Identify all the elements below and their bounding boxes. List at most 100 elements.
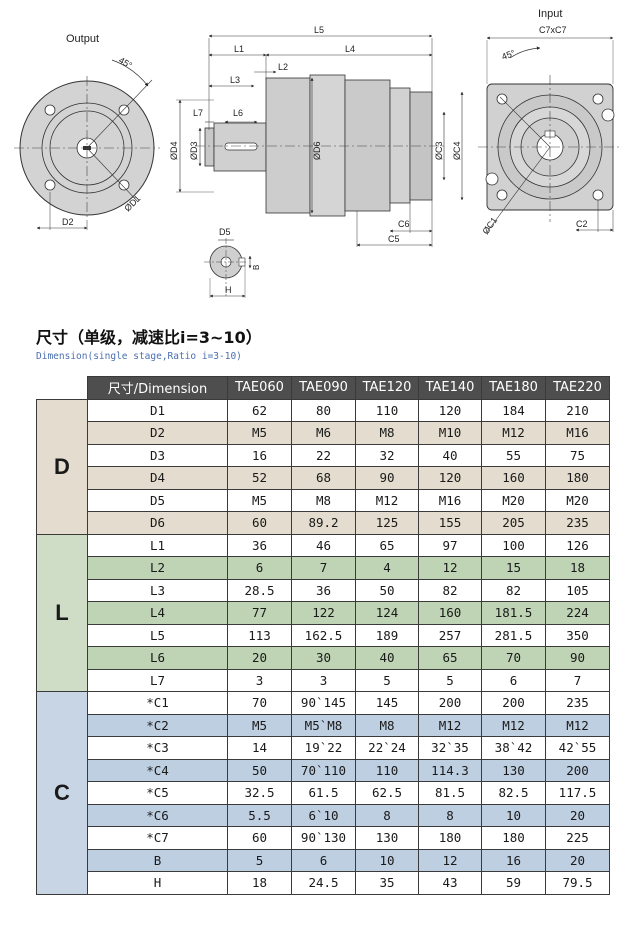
value-cell: 16	[227, 443, 292, 467]
value-cell: 7	[291, 556, 356, 580]
value-cell: 79.5	[545, 871, 610, 895]
dimension-name-cell: L4	[87, 601, 228, 625]
dimension-name-cell: D3	[87, 443, 228, 467]
value-cell: 5.5	[227, 803, 292, 827]
value-cell: 65	[418, 646, 482, 670]
value-cell: 160	[418, 601, 482, 625]
value-cell: 90`145	[291, 691, 356, 715]
value-cell: 18	[545, 556, 610, 580]
value-cell: M20	[545, 488, 610, 512]
value-cell: 16	[481, 848, 546, 872]
value-cell: 160	[481, 466, 546, 490]
value-cell: 90	[545, 646, 610, 670]
header-cell: TAE180	[481, 376, 546, 400]
value-cell: 77	[227, 601, 292, 625]
value-cell: 35	[355, 871, 419, 895]
value-cell: 180	[481, 826, 546, 850]
value-cell: 90`130	[291, 826, 356, 850]
value-cell: 100	[481, 533, 546, 557]
value-cell: 6	[481, 668, 546, 692]
c4-label: ØC4	[452, 141, 462, 160]
value-cell: 130	[481, 758, 546, 782]
value-cell: 5	[418, 668, 482, 692]
value-cell: 15	[481, 556, 546, 580]
technical-drawing: Output 45° ØD1 D2 L5	[14, 8, 621, 298]
dimension-name-cell: L5	[87, 623, 228, 647]
value-cell: 5	[355, 668, 419, 692]
value-cell: 70`110	[291, 758, 356, 782]
value-cell: 180	[418, 826, 482, 850]
c1-label: ØC1	[480, 215, 499, 236]
output-view: Output 45° ØD1 D2	[14, 33, 160, 230]
value-cell: 126	[545, 533, 610, 557]
value-cell: 225	[545, 826, 610, 850]
side-view: L5 L1 L4 L2 L3 L7 L6 ØD4 ØD3 ØD6 ØC3 ØC4…	[169, 25, 464, 247]
value-cell: M16	[418, 488, 482, 512]
dimension-name-cell: D2	[87, 421, 228, 445]
value-cell: M12	[481, 713, 546, 737]
d4-label: ØD4	[169, 141, 179, 160]
value-cell: 60	[227, 826, 292, 850]
dimension-name-cell: D4	[87, 466, 228, 490]
value-cell: 82	[418, 578, 482, 602]
value-cell: 19`22	[291, 736, 356, 760]
dimension-name-cell: L3	[87, 578, 228, 602]
value-cell: 8	[355, 803, 419, 827]
value-cell: 20	[545, 803, 610, 827]
value-cell: 28.5	[227, 578, 292, 602]
value-cell: M5	[227, 488, 292, 512]
dimension-name-cell: *C3	[87, 736, 228, 760]
value-cell: 235	[545, 511, 610, 535]
value-cell: 46	[291, 533, 356, 557]
value-cell: 114.3	[418, 758, 482, 782]
header-cell: TAE220	[545, 376, 610, 400]
value-cell: 4	[355, 556, 419, 580]
value-cell: 110	[355, 758, 419, 782]
input-view: Input C7xC7 45° ØC1 C2	[478, 8, 621, 236]
dimension-name-cell: H	[87, 871, 228, 895]
input-label: Input	[538, 8, 562, 20]
value-cell: 130	[355, 826, 419, 850]
value-cell: 68	[291, 466, 356, 490]
l7-label: L7	[193, 108, 203, 118]
value-cell: 145	[355, 691, 419, 715]
value-cell: M20	[481, 488, 546, 512]
value-cell: 22`24	[355, 736, 419, 760]
value-cell: 120	[418, 398, 482, 422]
value-cell: 70	[227, 691, 292, 715]
table-header-row: 尺寸/Dimension TAE060 TAE090 TAE120 TAE140…	[36, 376, 610, 400]
h-label: H	[225, 285, 232, 295]
value-cell: 3	[291, 668, 356, 692]
value-cell: 6	[227, 556, 292, 580]
dimension-name-cell: B	[87, 848, 228, 872]
value-cell: 200	[418, 691, 482, 715]
value-cell: 20	[545, 848, 610, 872]
dimension-name-cell: *C4	[87, 758, 228, 782]
value-cell: 10	[355, 848, 419, 872]
d5-label: D5	[219, 227, 231, 237]
value-cell: 155	[418, 511, 482, 535]
output-label: Output	[66, 33, 99, 45]
header-cell: 尺寸/Dimension	[87, 376, 228, 400]
value-cell: M12	[545, 713, 610, 737]
value-cell: 36	[227, 533, 292, 557]
value-cell: 62	[227, 398, 292, 422]
value-cell: 200	[545, 758, 610, 782]
section-title-cn: 尺寸（单级，减速比i=3~10）	[36, 328, 262, 347]
value-cell: 235	[545, 691, 610, 715]
header-cell: TAE060	[227, 376, 292, 400]
c7xc7-label: C7xC7	[539, 25, 567, 35]
c3-label: ØC3	[434, 141, 444, 160]
group-label: L	[36, 533, 88, 692]
